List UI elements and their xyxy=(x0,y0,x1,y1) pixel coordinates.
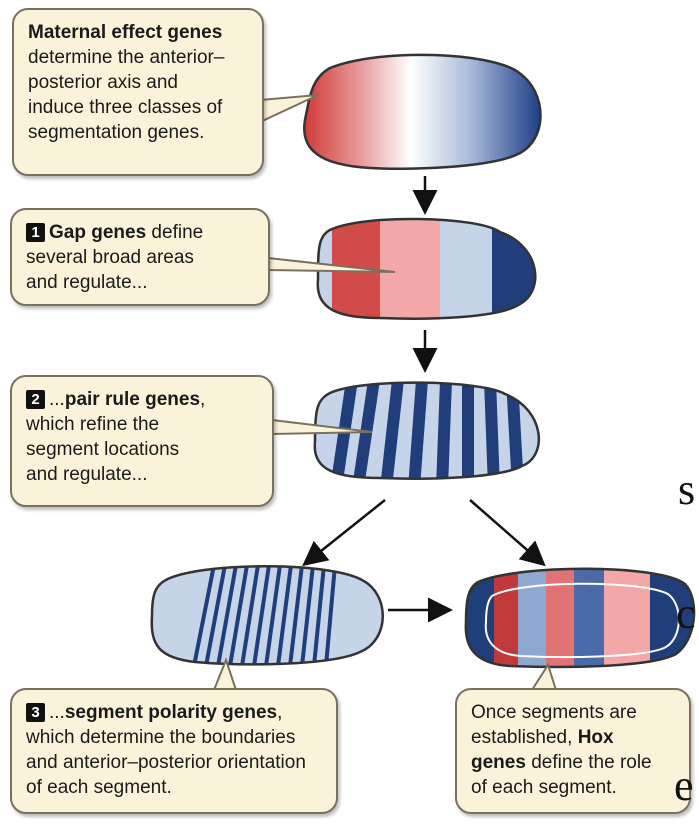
pointer-hox xyxy=(532,665,556,690)
pair-rule-title-rest: , xyxy=(200,389,205,410)
callout-hox-genes: Once segments are established, Hox genes… xyxy=(455,688,691,814)
step-number-1: 1 xyxy=(26,223,45,242)
arrow-pair-rule-to-hox xyxy=(470,500,542,563)
hox-line: established, xyxy=(471,727,578,748)
callout-segment-polarity-genes: 3...segment polarity genes, which determ… xyxy=(10,688,338,814)
maternal-line: posterior axis and xyxy=(28,72,178,93)
step-number-3: 3 xyxy=(26,703,45,722)
polarity-line: which determine the boundaries xyxy=(26,727,295,748)
step-number-2: 2 xyxy=(26,390,45,409)
gap-line: and regulate... xyxy=(26,272,147,293)
maternal-line: segmentation genes. xyxy=(28,122,204,143)
maternal-line: determine the anterior– xyxy=(28,47,224,68)
callout-maternal-effect: Maternal effect genes determine the ante… xyxy=(12,8,264,176)
arrow-pair-rule-to-polarity xyxy=(306,500,385,563)
hox-line: of each segment. xyxy=(471,777,617,798)
maternal-line: induce three classes of xyxy=(28,97,222,118)
embryo-maternal xyxy=(304,55,540,169)
edge-letter-e: e xyxy=(674,764,694,808)
maternal-title: Maternal effect genes xyxy=(28,22,222,43)
pair-rule-prefix: ... xyxy=(49,389,65,410)
embryo-segment-polarity xyxy=(140,555,400,675)
polarity-prefix: ... xyxy=(49,702,65,723)
pair-rule-line: which refine the xyxy=(26,414,159,435)
gap-title: Gap genes xyxy=(49,222,146,243)
embryo-hox xyxy=(460,560,699,675)
hox-line: Once segments are xyxy=(471,702,637,723)
polarity-line: of each segment. xyxy=(26,777,172,798)
polarity-title: segment polarity genes xyxy=(65,702,277,723)
pair-rule-line: and regulate... xyxy=(26,464,147,485)
callout-pair-rule-genes: 2...pair rule genes, which refine the se… xyxy=(10,375,274,507)
hox-bold: genes xyxy=(471,752,526,773)
hox-line: define the role xyxy=(526,752,652,773)
edge-letter-c: c xyxy=(676,592,696,636)
gap-line: several broad areas xyxy=(26,247,194,268)
edge-letter-s: s xyxy=(678,468,695,512)
gap-title-rest: define xyxy=(146,222,203,243)
hox-bold: Hox xyxy=(578,727,614,748)
pair-rule-line: segment locations xyxy=(26,439,179,460)
polarity-title-rest: , xyxy=(277,702,282,723)
polarity-line: and anterior–posterior orientation xyxy=(26,752,306,773)
pair-rule-title: pair rule genes xyxy=(65,389,200,410)
